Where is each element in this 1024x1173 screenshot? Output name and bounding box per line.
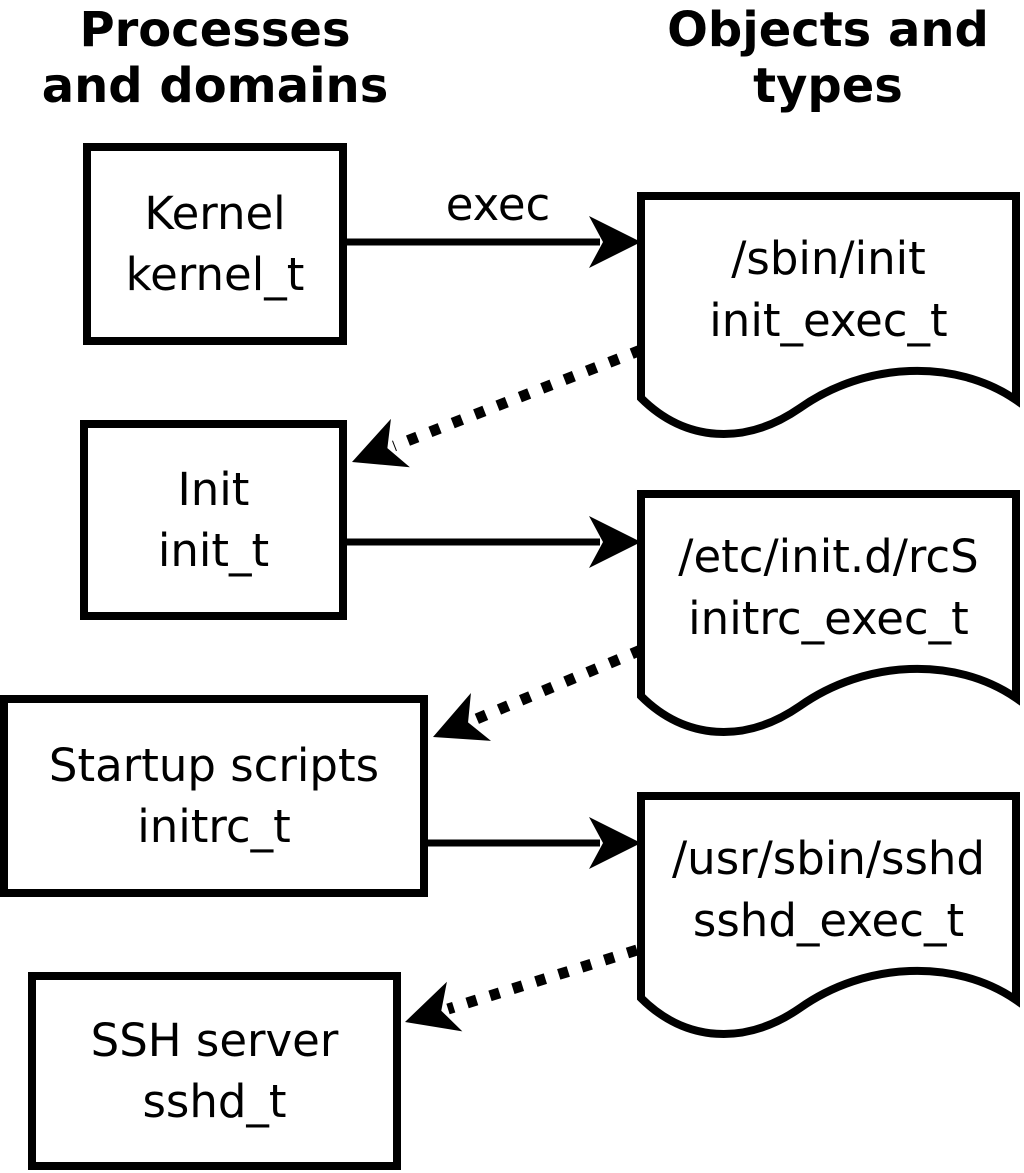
header-line: Objects and — [667, 2, 989, 58]
transition-arrow-init-exec-to-init — [342, 344, 643, 487]
process-box-ssh-server: SSH server sshd_t — [28, 972, 401, 1170]
process-name: Kernel — [144, 187, 286, 240]
process-box-kernel: Kernel kernel_t — [83, 143, 347, 345]
process-name: Init — [177, 463, 250, 516]
object-label-usr-sbin-sshd: /usr/sbin/sshd sshd_exec_t — [641, 800, 1016, 980]
object-path: /usr/sbin/sshd — [672, 832, 985, 885]
process-box-startup-scripts: Startup scripts initrc_t — [0, 695, 428, 897]
object-type: initrc_exec_t — [688, 592, 969, 645]
column-header-processes-and-domains: Processes and domains — [15, 2, 415, 114]
object-label-etc-initd-rcs: /etc/init.d/rcS initrc_exec_t — [641, 498, 1016, 678]
process-domain: init_t — [157, 524, 270, 577]
process-domain: initrc_t — [137, 800, 291, 853]
object-type: sshd_exec_t — [692, 894, 965, 947]
process-box-init: Init init_t — [80, 420, 347, 620]
object-type: init_exec_t — [709, 294, 948, 347]
exec-arrow-init-to-rcs — [345, 516, 641, 568]
header-line: types — [753, 58, 903, 114]
exec-arrow-label: exec — [445, 178, 551, 231]
header-line: and domains — [41, 58, 389, 114]
object-path: /sbin/init — [731, 232, 926, 285]
exec-arrow-initrc-to-sshd — [424, 817, 641, 869]
process-domain: sshd_t — [142, 1075, 287, 1128]
transition-arrow-sshd-exec-to-sshd — [397, 944, 639, 1047]
object-path: /etc/init.d/rcS — [678, 530, 979, 583]
header-line: Processes — [79, 2, 351, 58]
column-header-objects-and-types: Objects and types — [628, 2, 1024, 114]
transition-arrow-initrc-exec-to-initrc — [422, 644, 644, 761]
process-name: Startup scripts — [48, 739, 380, 792]
process-domain: kernel_t — [125, 248, 305, 301]
process-name: SSH server — [90, 1014, 339, 1067]
exec-arrow-kernel-to-sbin-init — [345, 216, 641, 268]
object-label-sbin-init: /sbin/init init_exec_t — [641, 200, 1016, 380]
